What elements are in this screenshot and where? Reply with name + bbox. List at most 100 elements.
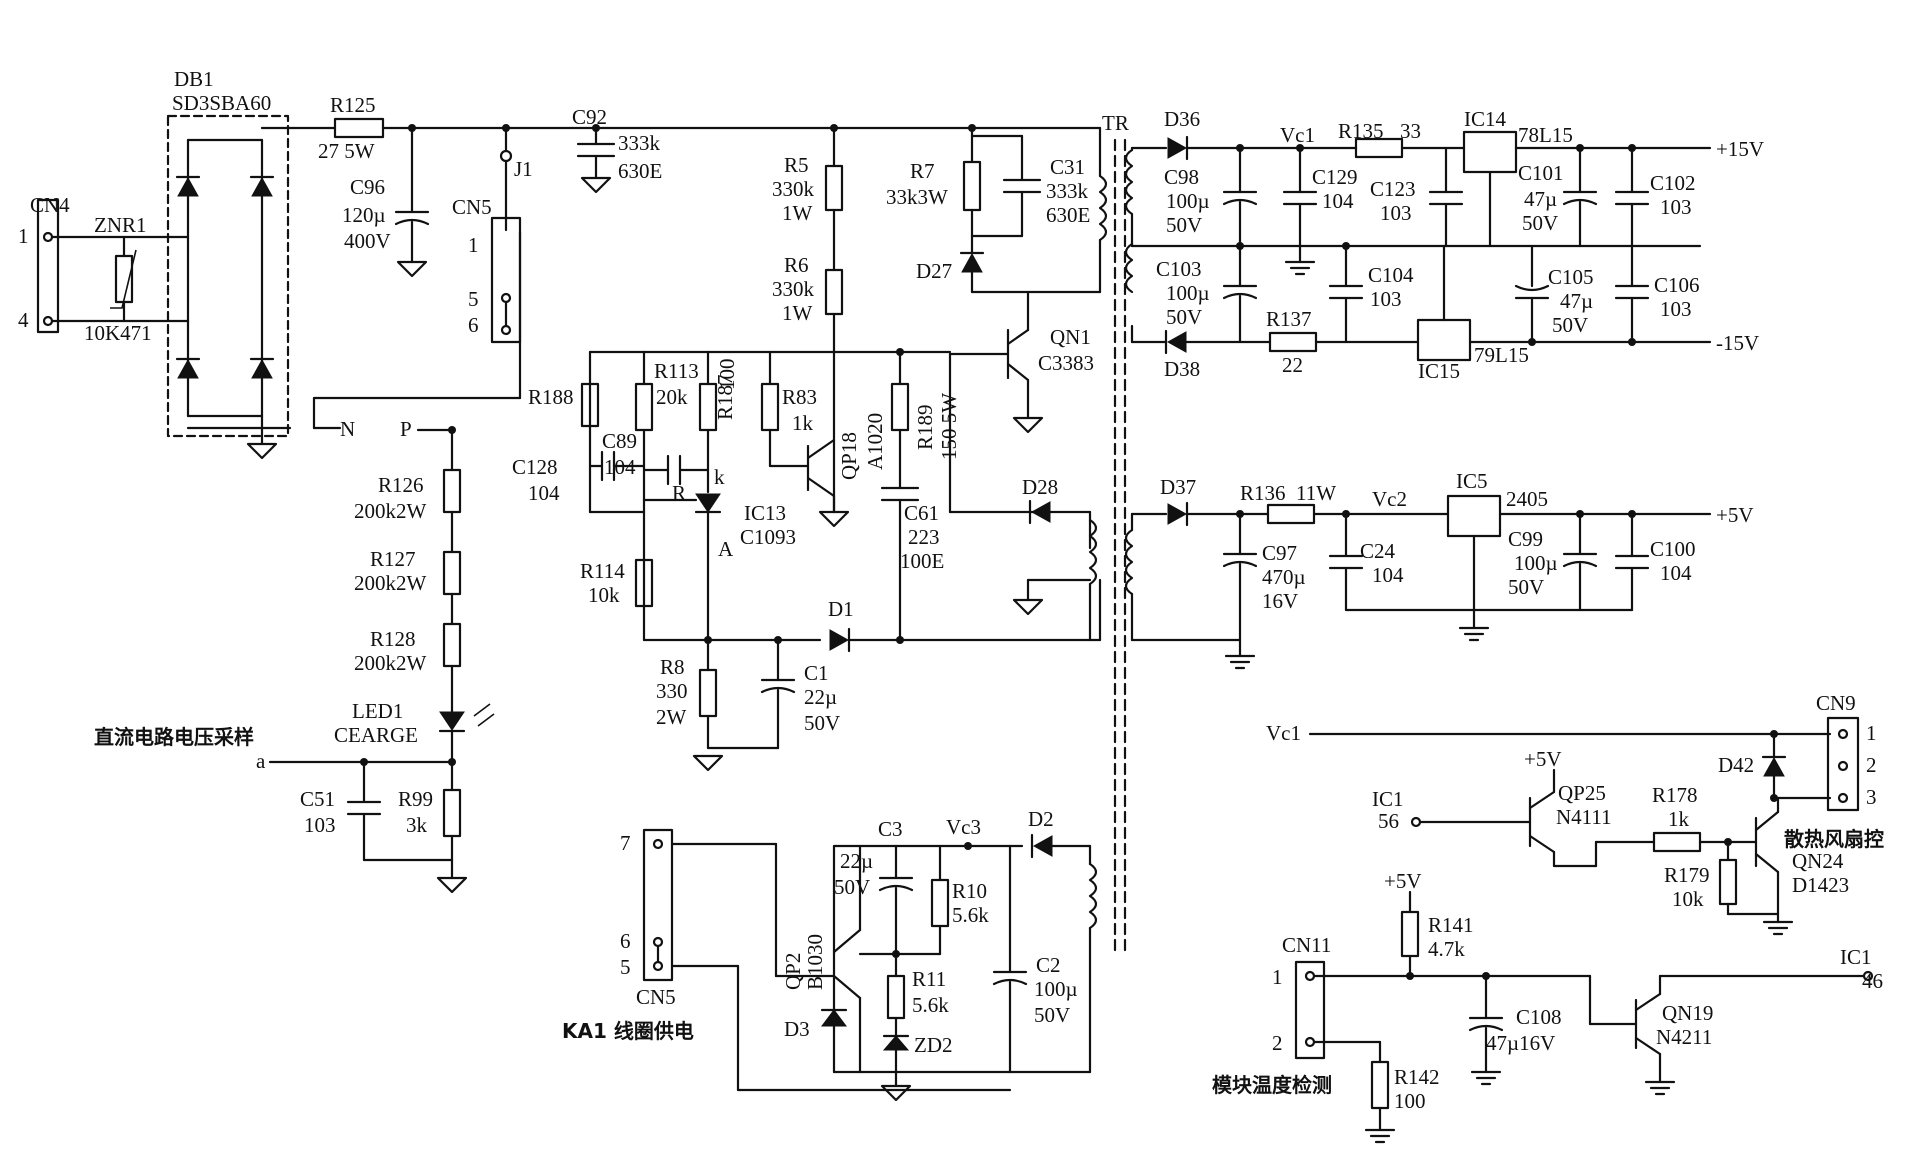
znr1-ref: ZNR1: [94, 213, 147, 237]
d1-ref: D1: [828, 597, 854, 621]
r114-ref: R114: [580, 559, 625, 583]
cn5-bot-ref: CN5: [636, 985, 676, 1009]
c108-value: 47µ16V: [1486, 1031, 1555, 1055]
temp-detection: +5V R141 4.7k CN11 1 2 模块温度检测 C108 47µ16…: [1212, 869, 1883, 1144]
r125-value: 27 5W: [318, 139, 375, 163]
led1-ref: LED1: [352, 699, 403, 723]
r83-value: 1k: [792, 411, 814, 435]
r135-ref: R135: [1338, 119, 1384, 143]
ic14-ref: IC14: [1464, 107, 1507, 131]
cn11-note: 模块温度检测: [1212, 1073, 1332, 1097]
r8-ref: R8: [660, 655, 685, 679]
ic13-value: C1093: [740, 525, 796, 549]
p15v-label: +15V: [1716, 137, 1764, 161]
r179-value: 10k: [1672, 887, 1704, 911]
c3-ref: C3: [878, 817, 903, 841]
qp25-value: N4111: [1556, 805, 1612, 829]
connector-cn4: CN4 1 4: [18, 193, 70, 334]
r5-v1: 330k: [772, 177, 815, 201]
c24-ref: C24: [1360, 539, 1396, 563]
c31-ref: C31: [1050, 155, 1085, 179]
bridge-db1: DB1 SD3SBA60: [166, 67, 337, 460]
qp18-ref: QP18: [837, 432, 861, 480]
c89-ref: C89: [602, 429, 637, 453]
capacitor-c96: C96 120µ 400V: [342, 124, 430, 278]
r127-value: 200k2W: [354, 571, 427, 595]
supply-5v: D37 R136 11W Vc2 IC5 2405 +5V C97 470µ 1…: [1130, 469, 1754, 670]
c106-value: 103: [1660, 297, 1692, 321]
d3-ref: D3: [784, 1017, 810, 1041]
r189-value: 150 5W: [937, 393, 961, 460]
qp25-ref: QP25: [1558, 781, 1606, 805]
r127-ref: R127: [370, 547, 416, 571]
r10-value: 5.6k: [952, 903, 989, 927]
node-p: P: [400, 417, 412, 441]
r6-v2: 1W: [782, 301, 813, 325]
r142-value: 100: [1394, 1089, 1426, 1113]
c1-ref: C1: [804, 661, 829, 685]
vc3-label: Vc3: [946, 815, 981, 839]
ic15-value: 79L15: [1474, 343, 1529, 367]
c51-value: 103: [304, 813, 336, 837]
c2-ref: C2: [1036, 953, 1061, 977]
capacitor-c92: C92 333k 630E: [572, 105, 662, 194]
vc1-label: Vc1: [1280, 123, 1315, 147]
d28-ref: D28: [1022, 475, 1058, 499]
r189-ref: R189: [913, 404, 937, 450]
node-a: a: [256, 749, 266, 773]
cn9-ref: CN9: [1816, 691, 1856, 715]
fan-p5v: +5V: [1524, 747, 1562, 771]
r178-value: 1k: [1668, 807, 1690, 831]
fan-ic1-ref: IC1: [1372, 787, 1404, 811]
c98-v2: 50V: [1166, 213, 1202, 237]
d36-ref: D36: [1164, 107, 1200, 131]
c101-v2: 50V: [1522, 211, 1558, 235]
c108-ref: C108: [1516, 1005, 1562, 1029]
qn1-ref: QN1: [1050, 325, 1091, 349]
d42-ref: D42: [1718, 753, 1754, 777]
c97-v2: 16V: [1262, 589, 1298, 613]
vc2-label: Vc2: [1372, 487, 1407, 511]
c61-ref: C61: [904, 501, 939, 525]
r136-value: 11W: [1296, 481, 1336, 505]
znr1-value: 10K471: [84, 321, 152, 345]
cn9-pin2: 2: [1866, 753, 1877, 777]
db1-value: SD3SBA60: [172, 91, 271, 115]
qn24-value: D1423: [1792, 873, 1849, 897]
c2-v1: 100µ: [1034, 977, 1078, 1001]
c92-v2: 630E: [618, 159, 662, 183]
r125-ref: R125: [330, 93, 376, 117]
c89-value: 104: [604, 455, 636, 479]
c104-value: 103: [1370, 287, 1402, 311]
transformer-tr: TR: [1088, 111, 1134, 952]
r188-ref: R188: [528, 385, 574, 409]
c97-ref: C97: [1262, 541, 1297, 565]
temp-ic1-ref: IC1: [1840, 945, 1872, 969]
c129-value: 104: [1322, 189, 1354, 213]
d27-ref: D27: [916, 259, 952, 283]
tr-label: TR: [1102, 111, 1129, 135]
r128-value: 200k2W: [354, 651, 427, 675]
r178-ref: R178: [1652, 783, 1698, 807]
c2-v2: 50V: [1034, 1003, 1070, 1027]
r135-value: 33: [1400, 119, 1421, 143]
cn5-top-pin5: 5: [468, 287, 479, 311]
r179-ref: R179: [1664, 863, 1710, 887]
c92-v1: 333k: [618, 131, 661, 155]
r8-v1: 330: [656, 679, 688, 703]
pin-a: A: [718, 537, 734, 561]
c101-v1: 47µ: [1524, 187, 1557, 211]
r11-value: 5.6k: [912, 993, 949, 1017]
r6-v1: 330k: [772, 277, 815, 301]
c61-v2: 100E: [900, 549, 944, 573]
cn5-bot-pin6: 6: [620, 929, 631, 953]
r6-ref: R6: [784, 253, 809, 277]
supply-15v: D36 Vc1 R135 33 IC14 78L15 +15V C98 100µ…: [1130, 107, 1764, 383]
c102-value: 103: [1660, 195, 1692, 219]
fan-ic1-pin: 56: [1378, 809, 1399, 833]
qn1-value: C3383: [1038, 351, 1094, 375]
c1-v1: 22µ: [804, 685, 837, 709]
r99-ref: R99: [398, 787, 433, 811]
r7-ref: R7: [910, 159, 935, 183]
c31-v1: 333k: [1046, 179, 1089, 203]
